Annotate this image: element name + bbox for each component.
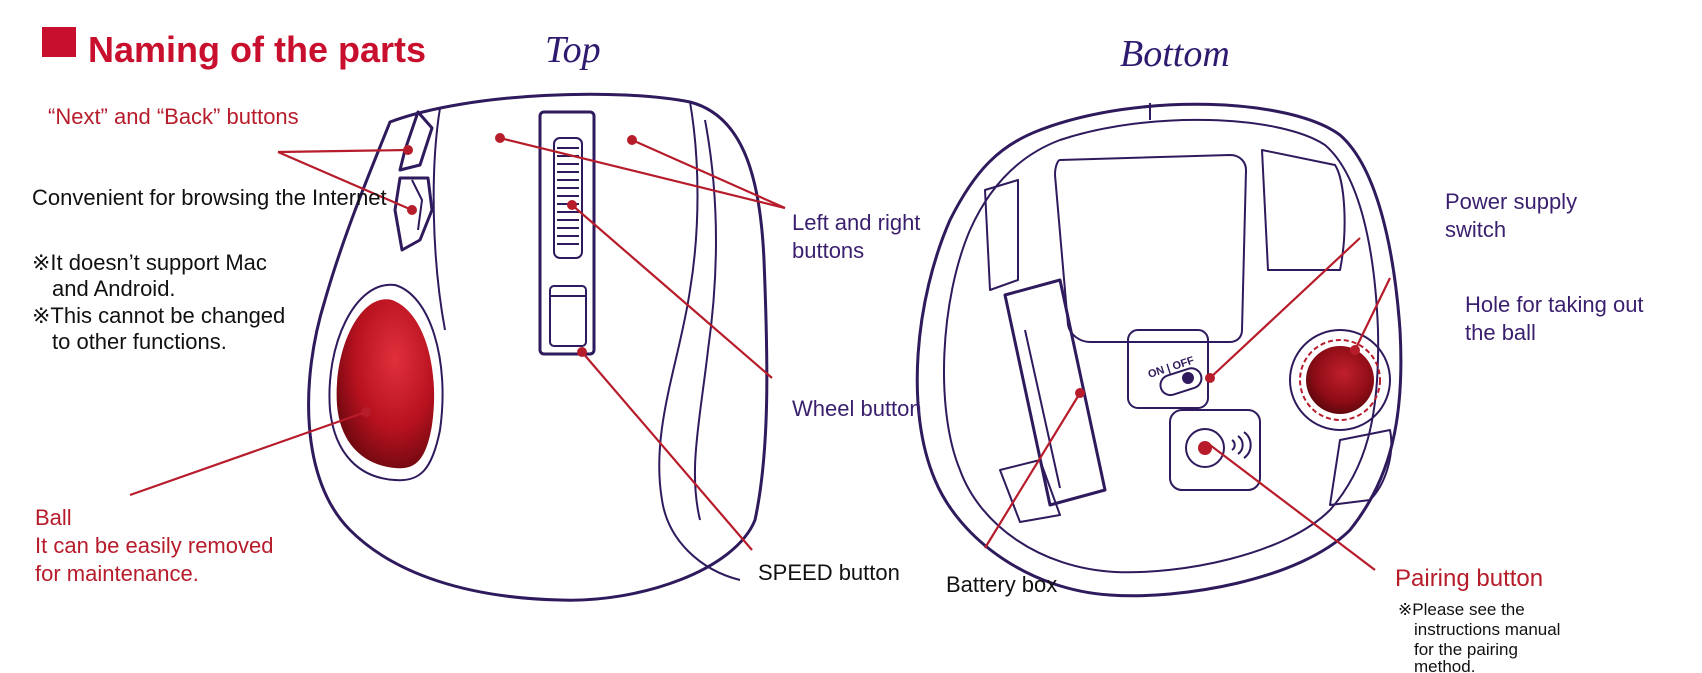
label-hole-1: Hole for taking out xyxy=(1465,292,1644,317)
pairing-button[interactable] xyxy=(1198,441,1212,455)
label-note-change-2: to other functions. xyxy=(52,329,227,354)
wheel-slot xyxy=(538,110,596,356)
label-power-1: Power supply xyxy=(1445,189,1577,214)
label-wheel: Wheel button xyxy=(792,396,922,421)
power-supply-switch[interactable] xyxy=(1158,366,1204,398)
label-next-back: “Next” and “Back” buttons xyxy=(48,104,299,129)
label-battery: Battery box xyxy=(946,572,1057,597)
label-note-change-1: ※This cannot be changed xyxy=(32,303,285,328)
label-convenient: Convenient for browsing the Internet xyxy=(32,185,387,210)
label-ball: Ball xyxy=(35,505,72,530)
label-left-right-1: Left and right xyxy=(792,210,920,235)
label-pairing-note-3: for the pairing xyxy=(1414,640,1518,659)
page-title: Naming of the parts xyxy=(88,29,426,70)
part-labels: “Next” and “Back” buttons Convenient for… xyxy=(32,104,1644,673)
label-pairing-note-1: ※Please see the xyxy=(1398,600,1525,619)
label-ball-desc-2: for maintenance. xyxy=(35,561,199,586)
label-note-mac-1: ※It doesn’t support Mac xyxy=(32,250,267,275)
wheel-button[interactable] xyxy=(557,147,579,245)
mouse-top-view xyxy=(307,92,769,602)
trackball[interactable] xyxy=(336,299,435,469)
label-pairing-note-2: instructions manual xyxy=(1414,620,1560,639)
label-ball-desc-1: It can be easily removed xyxy=(35,533,273,558)
view-title-bottom: Bottom xyxy=(1120,33,1230,75)
view-title-top: Top xyxy=(545,29,601,71)
label-speed: SPEED button xyxy=(758,560,900,585)
wireless-icon xyxy=(1231,431,1252,459)
label-power-2: switch xyxy=(1445,217,1506,242)
title-marker-icon xyxy=(42,27,76,57)
label-hole-2: the ball xyxy=(1465,320,1536,345)
label-note-mac-2: and Android. xyxy=(52,276,176,301)
mouse-bottom-view: ON | OFF xyxy=(915,102,1403,598)
leader-lines xyxy=(129,133,1391,571)
battery-box[interactable] xyxy=(1003,278,1107,507)
label-left-right-2: buttons xyxy=(792,238,864,263)
label-pairing-note-4: method. xyxy=(1414,657,1475,673)
speed-button[interactable] xyxy=(549,285,587,347)
label-pairing: Pairing button xyxy=(1395,565,1543,592)
ball-hole[interactable] xyxy=(1306,346,1374,414)
